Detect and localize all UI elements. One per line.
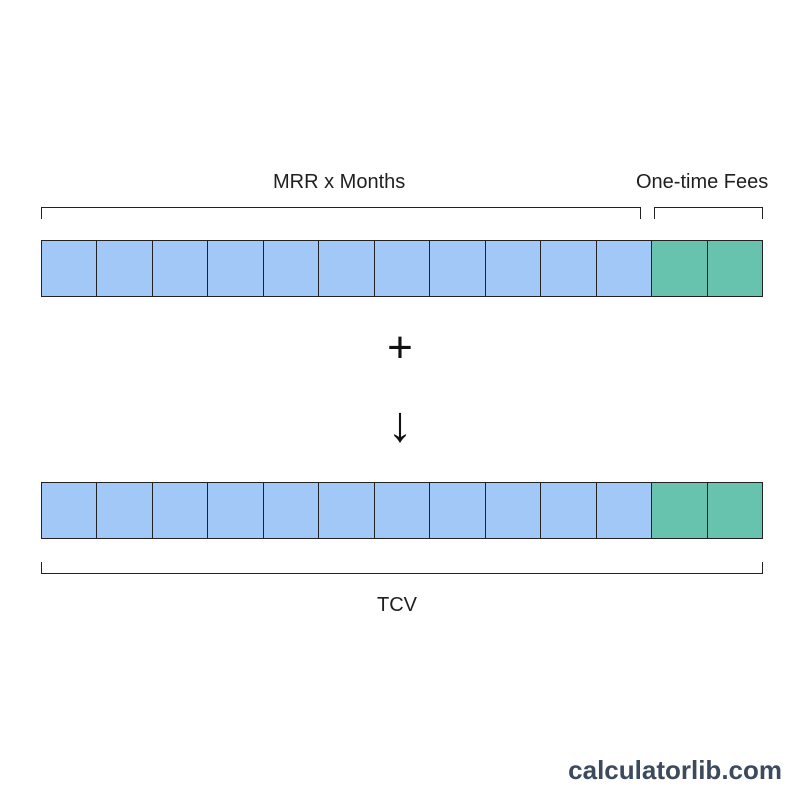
mrr-month-segment bbox=[374, 241, 431, 296]
mrr-months-bracket bbox=[41, 207, 641, 219]
one-time-fee-segment bbox=[707, 483, 763, 538]
mrr-month-segment bbox=[42, 483, 98, 538]
mrr-month-segment bbox=[263, 483, 320, 538]
one-time-fee-segment bbox=[652, 241, 708, 296]
mrr-month-segment bbox=[208, 241, 264, 296]
one-time-fee-segment bbox=[652, 483, 708, 538]
one-time-fees-label: One-time Fees bbox=[636, 171, 769, 193]
plus-icon: + bbox=[387, 323, 413, 372]
segment-bar-top bbox=[41, 240, 763, 297]
calculatorlib-watermark: calculatorlib.com bbox=[568, 755, 782, 785]
mrr-months-label: MRR x Months bbox=[273, 171, 406, 193]
mrr-month-segment bbox=[596, 483, 653, 538]
mrr-month-segment bbox=[42, 241, 98, 296]
mrr-month-segment bbox=[319, 483, 375, 538]
one-time-fee-segment bbox=[707, 241, 763, 296]
mrr-month-segment bbox=[319, 241, 375, 296]
mrr-month-segment bbox=[541, 483, 597, 538]
one-time-fees-bracket bbox=[654, 207, 763, 219]
down-arrow-icon: ↓ bbox=[387, 396, 413, 452]
mrr-month-segment bbox=[430, 241, 486, 296]
mrr-month-segment bbox=[596, 241, 653, 296]
mrr-month-segment bbox=[208, 483, 264, 538]
mrr-month-segment bbox=[97, 483, 153, 538]
mrr-month-segment bbox=[541, 241, 597, 296]
mrr-month-segment bbox=[97, 241, 153, 296]
mrr-month-segment bbox=[485, 483, 542, 538]
mrr-month-segment bbox=[430, 483, 486, 538]
mrr-month-segment bbox=[485, 241, 542, 296]
mrr-month-segment bbox=[374, 483, 431, 538]
tcv-bracket bbox=[41, 562, 763, 574]
mrr-month-segment bbox=[263, 241, 320, 296]
tcv-label: TCV bbox=[377, 594, 417, 616]
mrr-month-segment bbox=[152, 241, 209, 296]
segment-bar-bottom bbox=[41, 482, 763, 539]
mrr-month-segment bbox=[152, 483, 209, 538]
